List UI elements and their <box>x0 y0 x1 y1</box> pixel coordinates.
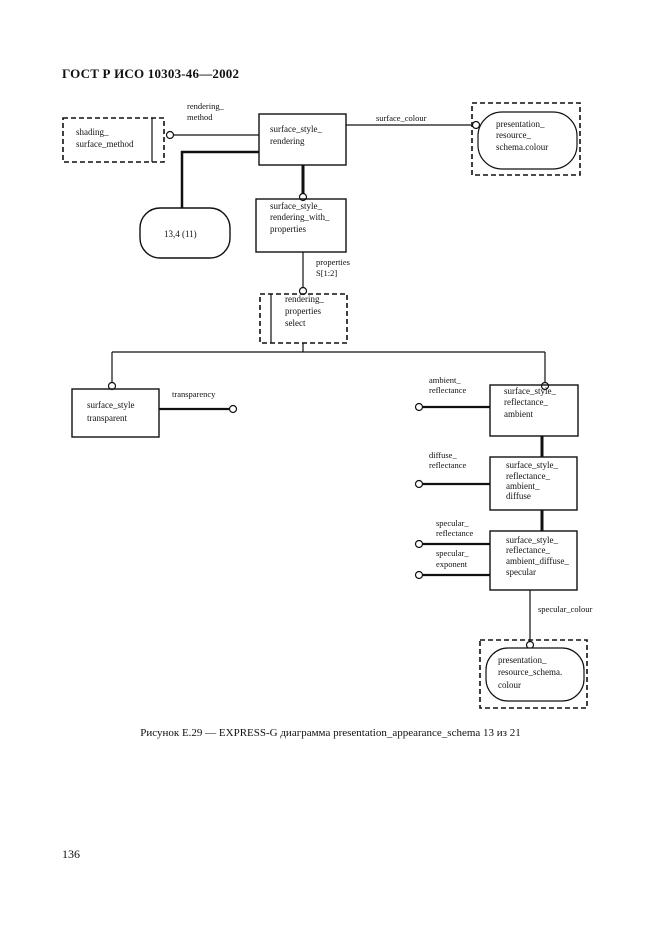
ref-page-13-4 <box>139 207 231 259</box>
label-reflectance-specular: surface_style_reflectance_ambient_diffus… <box>506 535 569 577</box>
attr-specular-reflectance: specular_reflectance <box>436 518 473 538</box>
attr-diffuse-reflectance: diffuse_reflectance <box>429 450 466 470</box>
attr-ambient-reflectance: ambient_reflectance <box>429 375 466 395</box>
type-shading-surface-method <box>62 117 165 163</box>
entity-reflectance-specular <box>489 530 578 591</box>
label-page-ref: 13,4 (11) <box>164 229 197 239</box>
attr-surface-colour: surface_colour <box>376 113 427 123</box>
entity-reflectance-ambient <box>489 384 579 437</box>
attr-specular-exponent: specular_exponent <box>436 548 469 569</box>
label-rendering-with-properties: surface_style_rendering_with_properties <box>270 201 330 234</box>
figure-caption: Рисунок Е.29 — EXPRESS-G диаграмма prese… <box>140 727 521 739</box>
label-shading-surface-method: shading_surface_method <box>76 127 134 149</box>
attr-rendering-method: rendering_method <box>187 101 225 122</box>
page-number: 136 <box>62 847 80 861</box>
label-presentation-colour-top: presentation_resource_schema.colour <box>496 119 548 152</box>
label-reflectance-ambient: surface_style_reflectance_ambient <box>504 386 556 419</box>
ref-presentation-colour-top <box>471 102 581 176</box>
document-header: ГОСТ Р ИСО 10303-46—2002 <box>62 66 240 81</box>
label-surface-style-rendering: surface_style_rendering <box>270 124 322 146</box>
entity-surface-style-transparent <box>71 388 160 438</box>
ref-presentation-colour-bottom <box>479 639 588 709</box>
label-reflectance-ambient-diffuse: surface_style_reflectance_ambient_diffus… <box>506 460 558 501</box>
entity-rendering-with-properties <box>255 198 347 253</box>
label-presentation-colour-bottom: presentation_resource_schema.colour <box>498 655 562 690</box>
attr-transparency: transparency <box>172 389 216 399</box>
attr-specular-colour: specular_colour <box>538 604 592 614</box>
rendering-method-circle <box>165 130 175 140</box>
